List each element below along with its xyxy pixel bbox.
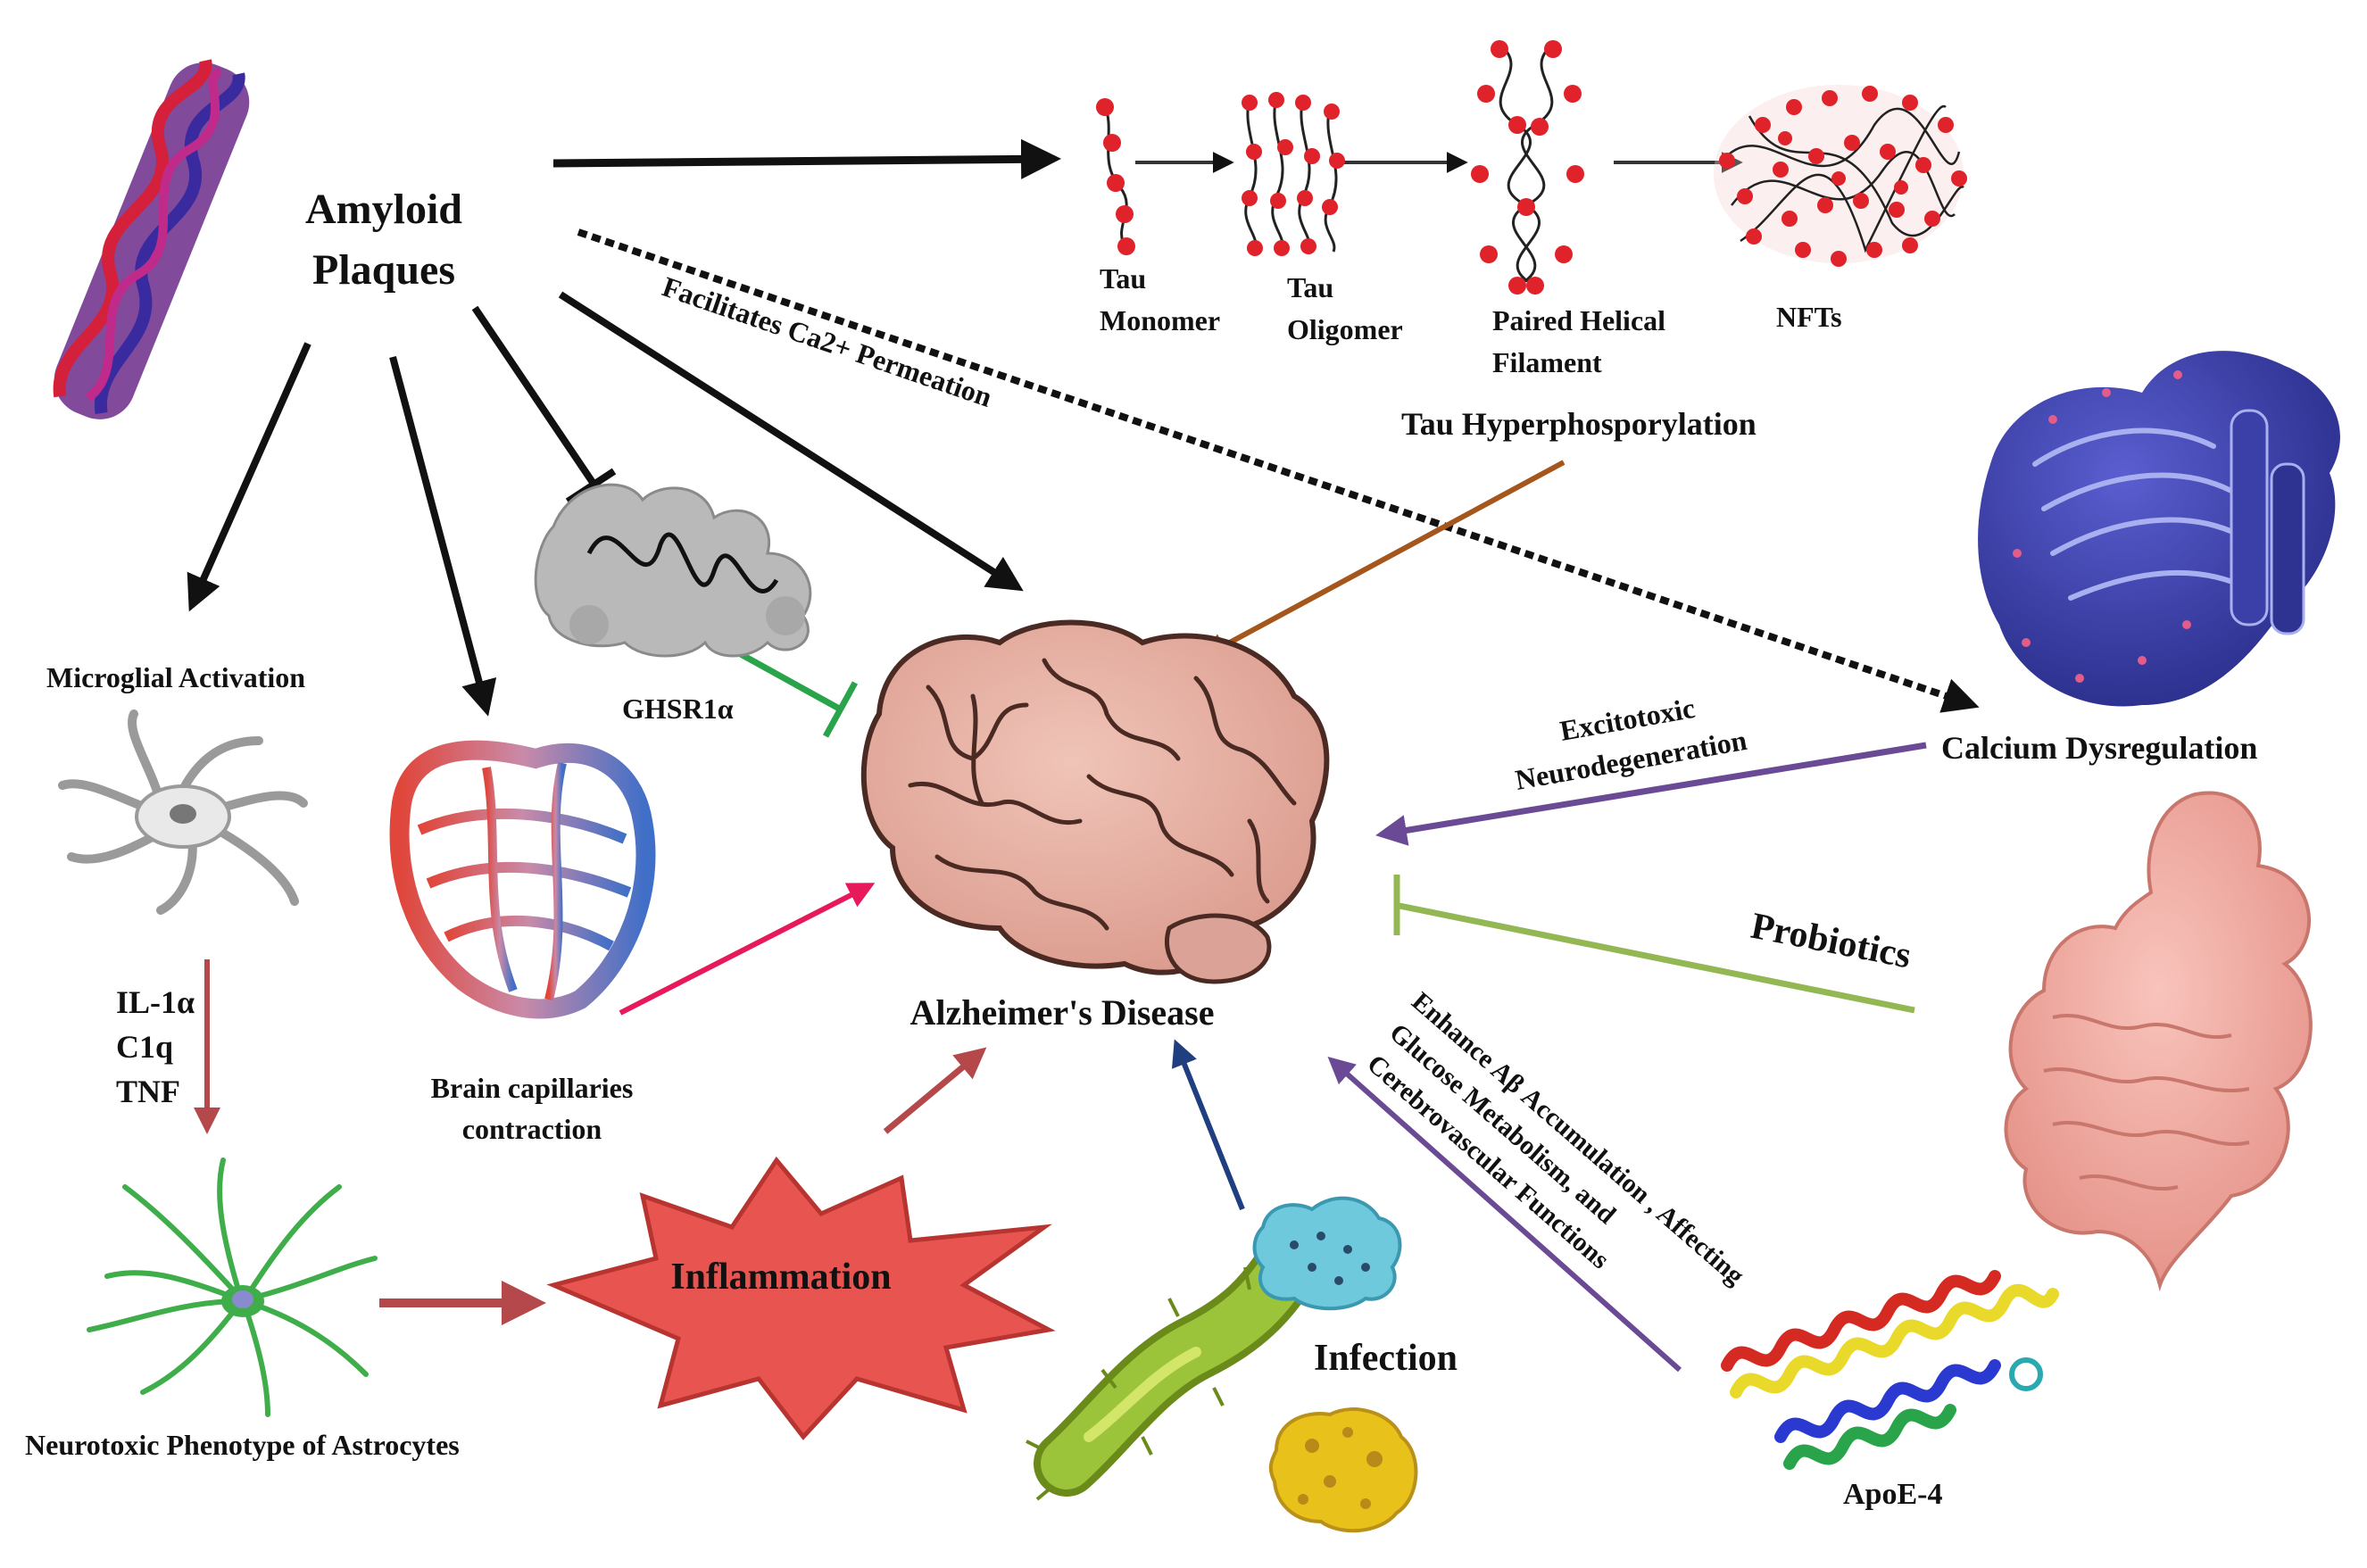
arrow-apoe-to-alzheimers — [1327, 1057, 1682, 1373]
tau-hyperphosphorylation-label: Tau Hyperphosporylation — [1401, 406, 1757, 442]
capillary-network-icon — [389, 740, 656, 1019]
apoe-effect-label-line2: Glucose Metabolism, and — [1383, 1017, 1622, 1230]
ghsr-protein-icon — [534, 483, 812, 658]
tau-oligomer-label-line1: Tau — [1287, 271, 1333, 303]
brain-icon — [860, 619, 1330, 984]
paired-helical-filament-icon — [1471, 40, 1584, 295]
c1q-label: C1q — [116, 1029, 173, 1065]
alzheimers-disease-label: Alzheimer's Disease — [909, 992, 1214, 1033]
il1-label: IL-1α — [116, 984, 195, 1020]
arrow-amyloid-to-tau — [552, 138, 1061, 179]
amyloid-plaques-label-line1: Amyloid — [305, 186, 462, 233]
inhibit-probiotics-to-alzheimers — [1399, 902, 1915, 1014]
amyloid-fibril-icon — [53, 59, 250, 419]
inflammation-star-icon — [546, 1156, 1056, 1440]
astrocytes-label: Neurotoxic Phenotype of Astrocytes — [25, 1429, 460, 1461]
arrow-inflammation-to-alzheimers — [883, 1047, 987, 1134]
phf-label-line1: Paired Helical — [1492, 304, 1665, 336]
capillaries-label-line2: contraction — [462, 1113, 602, 1145]
tnf-label: TNF — [116, 1074, 180, 1109]
capillaries-label-line1: Brain capillaries — [431, 1072, 634, 1104]
inflammation-label: Inflammation — [670, 1257, 891, 1298]
virus-blue-icon — [1252, 1196, 1402, 1311]
apoe4-helix-icon — [1721, 1270, 2059, 1470]
virus-yellow-icon — [1268, 1407, 1418, 1533]
arrow-amyloid-to-capillaries — [389, 355, 497, 717]
nfts-label: NFTs — [1776, 301, 1842, 333]
arrow-tau-to-alzheimers — [1200, 460, 1566, 659]
gut-icon — [2004, 791, 2313, 1292]
tau-oligomer-icon — [1242, 92, 1345, 256]
astrocyte-cell-icon — [87, 1157, 378, 1417]
arrow-amyloid-to-microglia — [187, 342, 311, 612]
tau-monomer-icon — [1096, 98, 1135, 255]
inhibit-ghsr-to-alzheimers-bar — [822, 681, 859, 738]
inhibit-amyloid-to-ghsr — [471, 305, 597, 486]
nft-tangle-icon — [1714, 85, 1967, 267]
arrow-amyloid-to-alzheimers — [558, 291, 1024, 592]
arrow-amyloid-to-calcium-dashed — [577, 228, 1980, 713]
tau-oligomer-label-line2: Oligomer — [1287, 313, 1403, 345]
microglial-activation-label: Microglial Activation — [46, 661, 305, 693]
ghsr-label: GHSR1α — [622, 693, 734, 725]
tau-monomer-label-line2: Monomer — [1100, 304, 1220, 336]
infection-label: Infection — [1314, 1338, 1458, 1379]
apoe4-label: ApoE-4 — [1843, 1478, 1942, 1511]
arrow-infection-to-alzheimers — [1171, 1039, 1245, 1211]
endoplasmic-reticulum-icon — [1978, 351, 2340, 707]
tau-monomer-label-line1: Tau — [1100, 262, 1146, 295]
microglia-cell-icon — [58, 709, 308, 915]
calcium-dysregulation-label: Calcium Dysregulation — [1941, 730, 2257, 766]
probiotics-label: Probiotics — [1748, 906, 1914, 977]
arrow-calcium-to-alzheimers — [1375, 742, 1927, 846]
amyloid-plaques-label-line2: Plaques — [312, 246, 455, 294]
phf-label-line2: Filament — [1492, 346, 1602, 378]
arrows-layer — [187, 138, 1980, 1373]
arrow-capillaries-to-alzheimers — [619, 883, 876, 1016]
